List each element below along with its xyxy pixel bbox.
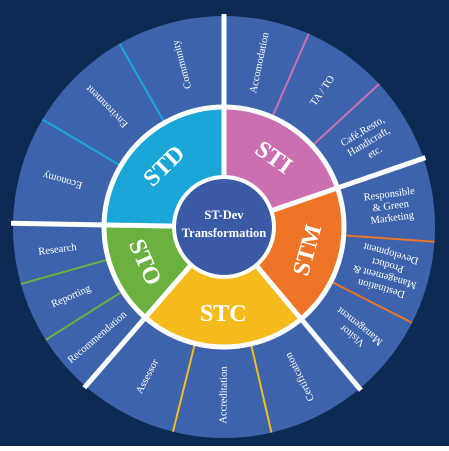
pillar-separator <box>10 220 175 229</box>
center-disc <box>172 175 276 279</box>
item-label-line: & Green <box>372 199 410 215</box>
item-divider-std <box>118 43 166 124</box>
pillar-sector-std <box>104 107 224 227</box>
pillar-separator <box>82 263 194 390</box>
item-divider-sto <box>45 290 124 341</box>
item-label-line: Accreditation <box>218 366 230 424</box>
item-divider-stm <box>330 280 413 324</box>
pillar-separator <box>254 263 363 392</box>
item-divider-sti <box>271 33 310 118</box>
item-divider-sti <box>311 83 380 147</box>
center-label-line2: Transformation <box>182 226 267 240</box>
item-divider-stc <box>250 343 273 433</box>
item-divider-sto <box>20 258 109 285</box>
item-divider-std <box>41 118 122 167</box>
pillar-code-stc: STC <box>200 301 247 327</box>
item-label-sto-3: Research <box>38 242 78 258</box>
pillar-separator <box>270 155 427 214</box>
item-label-stc-2: Accreditation <box>218 366 230 424</box>
pillar-sector-stc <box>145 264 302 348</box>
item-label-line: Research <box>38 242 78 258</box>
item-divider-stc <box>171 343 196 432</box>
pillar-sector-stm <box>256 187 344 319</box>
inner-ring-border <box>101 104 347 350</box>
center-label-line1: ST-Dev <box>204 208 244 222</box>
item-divider-stm <box>343 234 435 243</box>
